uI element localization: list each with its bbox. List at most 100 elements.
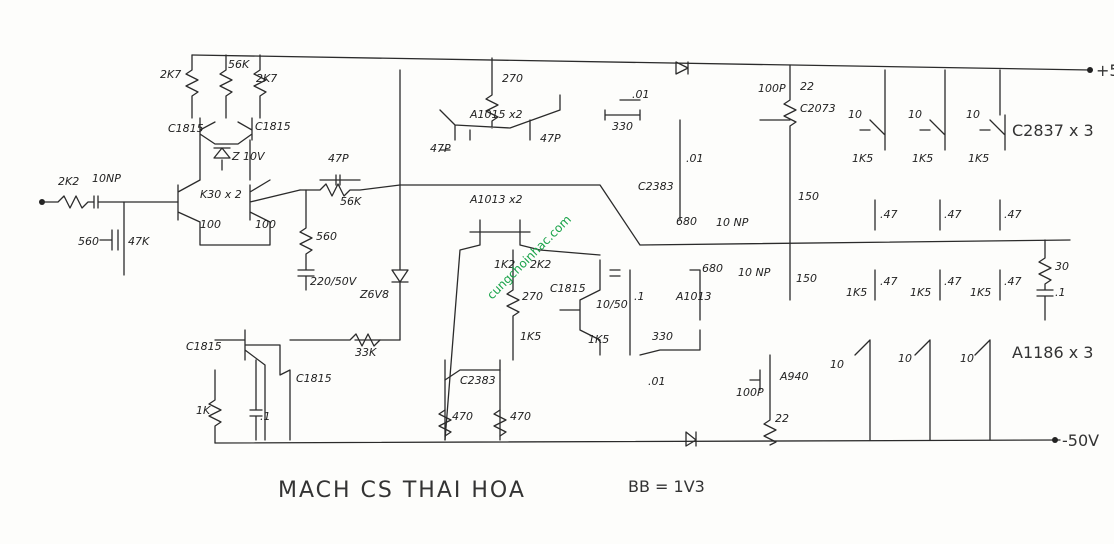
label-r10a: 10 [848, 108, 862, 121]
positive-rail [191, 54, 1091, 71]
label-r047b: .47 [944, 208, 962, 221]
label-r047a: .47 [880, 208, 898, 221]
a1015-pair [439, 57, 561, 151]
label-c1815a: C1815 [168, 122, 204, 135]
label-d2383: C2383 [638, 180, 674, 193]
a1013-pair [444, 219, 601, 441]
input-bias-network [99, 201, 125, 276]
label-r1ka: 1K [196, 404, 211, 417]
label-c01d: .1 [1055, 286, 1066, 299]
label-r047e: .47 [944, 275, 962, 288]
label-r2k2b: 1K2 [494, 258, 515, 271]
negative-terminal [1052, 437, 1058, 443]
upper-resistors [185, 54, 267, 119]
label-r047f: .47 [1004, 275, 1022, 288]
label-c1815d: C1815 [186, 340, 222, 353]
output-pnp-array [854, 339, 991, 441]
driver-upper [604, 64, 797, 301]
label-a1013a: A1013 x2 [469, 193, 523, 206]
output-npn-array [859, 69, 1006, 151]
label-r1k5h: 1K5 [970, 286, 991, 299]
label-c01b: .01 [686, 152, 704, 165]
label-c10npc: 10 NP [738, 266, 771, 279]
label-k30: K30 x 2 [200, 188, 242, 201]
label-r33k: 33K [355, 346, 377, 359]
label-r2k2: 2K2 [58, 175, 79, 188]
label-c10npb: 10 NP [716, 216, 749, 229]
label-r2k2c: 2K2 [530, 258, 551, 271]
label-r10c: 10 [966, 108, 980, 121]
label-r047c: .47 [1004, 208, 1022, 221]
zener-6v8 [391, 69, 409, 341]
positive-terminal [1087, 67, 1093, 73]
label-r47k: 47K [128, 235, 150, 248]
zener-10v [213, 147, 231, 171]
lower-left-bias [208, 329, 401, 444]
label-r1k5f: 1K5 [846, 286, 867, 299]
label-c01c: .01 [648, 375, 666, 388]
label-c2383b: C2383 [460, 374, 496, 387]
label-zener: Z 10V [231, 150, 266, 163]
label-r100b: 100 [255, 218, 276, 231]
input-wire [41, 195, 179, 209]
label-c220: 220/50V [310, 275, 358, 288]
label-c01e: .1 [260, 410, 271, 423]
rail-diode-top [675, 61, 689, 75]
label-c47pa: 47P [430, 142, 451, 155]
label-z6v8: Z6V8 [359, 288, 389, 301]
r33k [289, 333, 381, 347]
label-r1k5g: 1K5 [910, 286, 931, 299]
negative-rail [214, 439, 1061, 444]
label-c1815b: C1815 [255, 120, 291, 133]
label-r10b: 10 [908, 108, 922, 121]
label-r150a: 150 [798, 190, 819, 203]
driver-lower [639, 269, 777, 446]
label-cap01a: .1 [634, 290, 645, 303]
label-a1013b: A1013 [675, 290, 712, 303]
label-r470a: 470 [452, 410, 473, 423]
label-cap10-50: 10/50 [596, 298, 628, 311]
label-rail-neg: -50V [1062, 431, 1099, 450]
feedback-network [299, 174, 1071, 246]
label-r330b: 330 [652, 330, 673, 343]
label-r330a: 330 [612, 120, 633, 133]
label-r680a: 680 [676, 215, 697, 228]
label-a940: A940 [779, 370, 809, 383]
label-r10d: 10 [830, 358, 844, 371]
label-r680b: 680 [702, 262, 723, 275]
label-r1k5b: 1K5 [588, 333, 609, 346]
label-c10np: 10NP [92, 172, 121, 185]
label-r150b: 150 [796, 272, 817, 285]
bias-transistor-stage [559, 259, 631, 356]
label-r56k2: 56K [340, 195, 362, 208]
bias-note: BB = 1V3 [628, 477, 705, 496]
vas-resistors [444, 249, 520, 441]
label-c1815e: C1815 [296, 372, 332, 385]
label-r100a: 100 [200, 218, 221, 231]
label-r470b: 470 [510, 410, 531, 423]
zobel-network [1036, 239, 1054, 321]
rail-diode-bottom [685, 431, 697, 447]
label-c100pb: 100P [736, 386, 764, 399]
drawing-title: MACH CS THAI HOA [278, 478, 526, 503]
label-c01a: .01 [632, 88, 650, 101]
label-r10e: 10 [898, 352, 912, 365]
label-r30: 30 [1055, 260, 1069, 273]
label-r10f: 10 [960, 352, 974, 365]
c1815-mirror [199, 117, 253, 181]
label-r1k5c: 1K5 [852, 152, 873, 165]
label-r1k5e: 1K5 [968, 152, 989, 165]
label-c1815c: C1815 [550, 282, 586, 295]
label-r560b: 560 [316, 230, 337, 243]
label-rail-pos: +50V [1096, 61, 1114, 80]
label-c2073: C2073 [800, 102, 836, 115]
label-r560a: 560 [78, 235, 99, 248]
r560-c220 [297, 189, 315, 291]
label-a1186: A1186 x 3 [1012, 343, 1093, 362]
label-r2k7b: 2K7 [256, 72, 277, 85]
label-r1k5d: 1K5 [912, 152, 933, 165]
label-c2837: C2837 x 3 [1012, 121, 1094, 140]
